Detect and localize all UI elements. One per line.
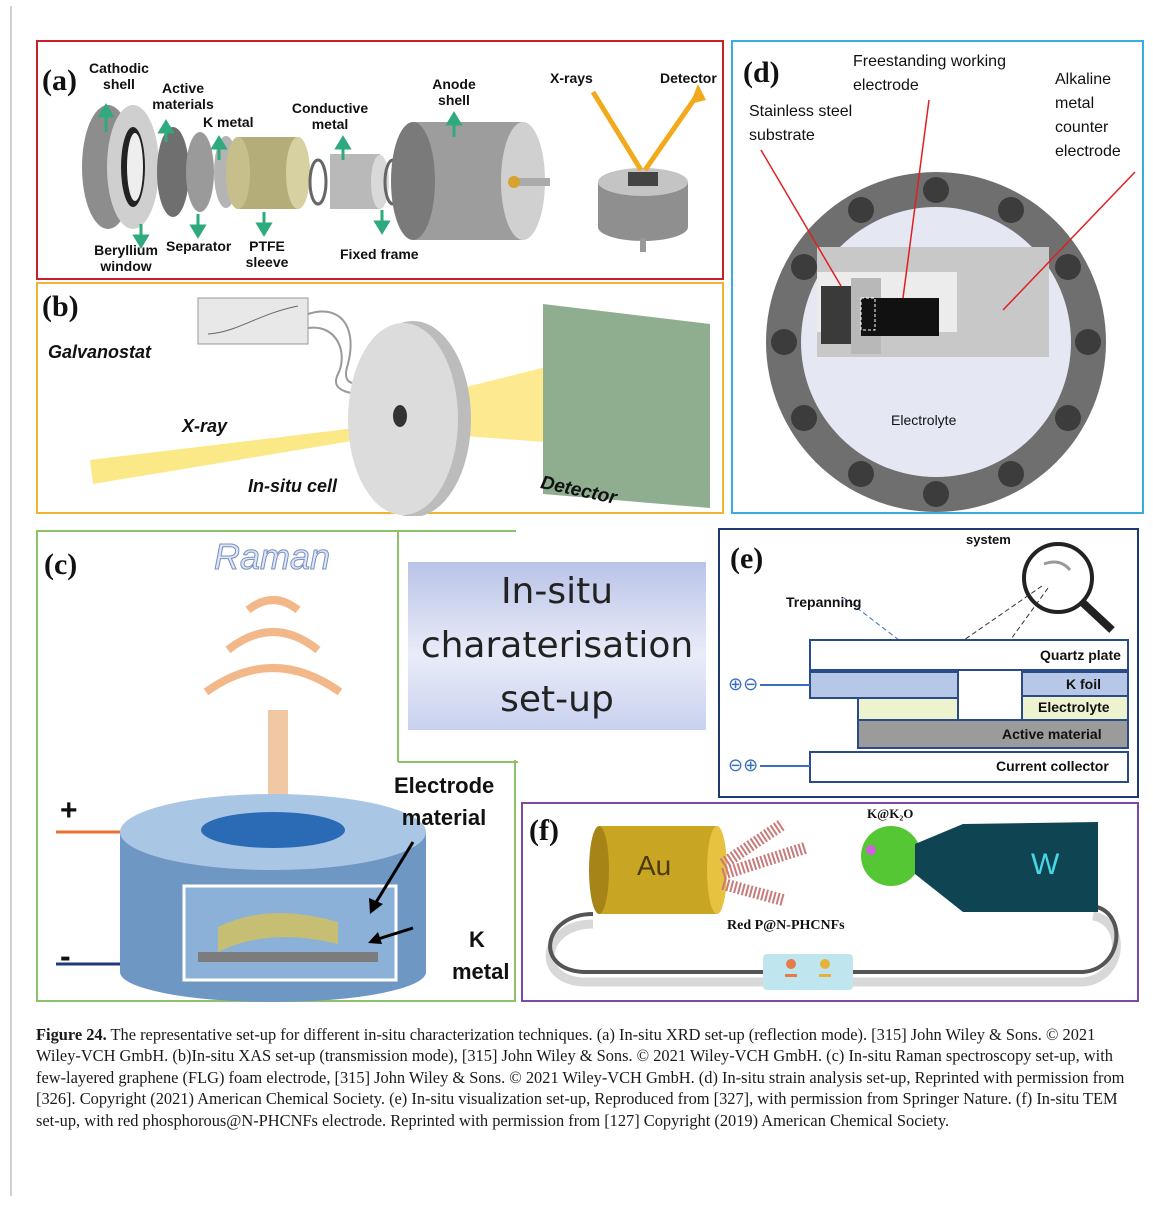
kfoil-label: K foil — [1066, 676, 1101, 692]
galvanostat-label: Galvanostat — [48, 342, 152, 362]
red-p-label: Red P@N-PHCNFs — [727, 918, 845, 933]
current-collector-label: Current collector — [996, 758, 1109, 774]
panel-a: (a) Cathodic shell Active materials K me… — [36, 40, 724, 280]
panel-e: (e) system Trepanning Quartz plate K foi… — [718, 528, 1139, 798]
freestanding-label: Freestanding working electrode — [853, 53, 1006, 94]
center-line-1: In-situ — [500, 571, 614, 612]
panel-d: (d) Freestanding working electrode Stain… — [731, 40, 1144, 514]
figure-number: Figure 24. — [36, 1025, 107, 1044]
fixed-frame-label: Fixed frame — [340, 246, 419, 262]
panel-e-label: (e) — [730, 542, 764, 575]
quartz-label: Quartz plate — [1040, 647, 1121, 663]
separator-label: Separator — [166, 238, 232, 254]
panel-e-drawing — [760, 542, 1129, 783]
center-line-2: charaterisation — [420, 625, 694, 666]
panel-f-drawing — [545, 819, 1121, 990]
trepanning-label: Trepanning — [786, 594, 862, 610]
in-situ-cell-label: In-situ cell — [248, 476, 338, 496]
raman-label: Raman — [213, 536, 331, 578]
panel-f-label: (f) — [529, 814, 559, 847]
ptfe-sleeve-label: PTFE sleeve — [245, 238, 289, 270]
xrays-label: X-rays — [550, 70, 593, 86]
system-label: system — [966, 532, 1011, 547]
caption-text: The representative set-up for different … — [36, 1025, 1125, 1130]
panel-b-label: (b) — [42, 290, 79, 323]
anode-shell-label: Anode shell — [432, 76, 476, 108]
electrolyte-d-label: Electrolyte — [891, 412, 957, 428]
center-title: In-situ charaterisation set-up — [408, 562, 706, 730]
page-rule — [10, 6, 12, 1196]
k2o-label: K@K₂O — [867, 806, 914, 821]
w-label: W — [1031, 848, 1060, 881]
xray-b-label: X-ray — [182, 416, 228, 436]
active-materials-label: Active materials — [152, 80, 214, 112]
minus-sign: - — [60, 938, 71, 974]
alkaline-label: Alkaline metal counter electrode — [1055, 71, 1121, 160]
center-line-3: set-up — [500, 679, 614, 720]
beryllium-window-label: Beryllium window — [94, 242, 158, 274]
terminal-bottom-signs: ⊖⊕ — [728, 755, 759, 775]
plus-sign: + — [60, 794, 78, 827]
panel-a-label: (a) — [42, 64, 77, 97]
panel-f: (f) Au W K@K₂O Red P@N-PHCNFs — [521, 802, 1139, 1002]
panel-c-label: (c) — [44, 548, 78, 581]
cathodic-shell-label: Cathodic shell — [89, 60, 149, 92]
terminal-top-signs: ⊕⊖ — [728, 674, 759, 694]
conductive-metal-label: Conductive metal — [291, 100, 369, 132]
detector-a-label: Detector — [660, 70, 717, 86]
au-label: Au — [637, 850, 672, 881]
panel-a-drawing — [82, 84, 706, 252]
electrolyte-e-label: Electrolyte — [1038, 699, 1110, 715]
panel-b-drawing — [90, 297, 710, 516]
figure-caption: Figure 24. The representative set-up for… — [36, 1024, 1126, 1131]
k-metal-c-label: K metal — [452, 927, 510, 984]
active-material-label: Active material — [1002, 726, 1102, 742]
panel-d-label: (d) — [743, 56, 780, 89]
stainless-label: Stainless steel substrate — [749, 103, 853, 144]
electrode-material-label: Electrode material — [394, 773, 495, 830]
panel-d-drawing — [760, 99, 1136, 512]
panel-b: (b) Galvanostat X-ray In-situ cell Detec… — [36, 282, 724, 516]
k-metal-label: K metal — [203, 114, 254, 130]
